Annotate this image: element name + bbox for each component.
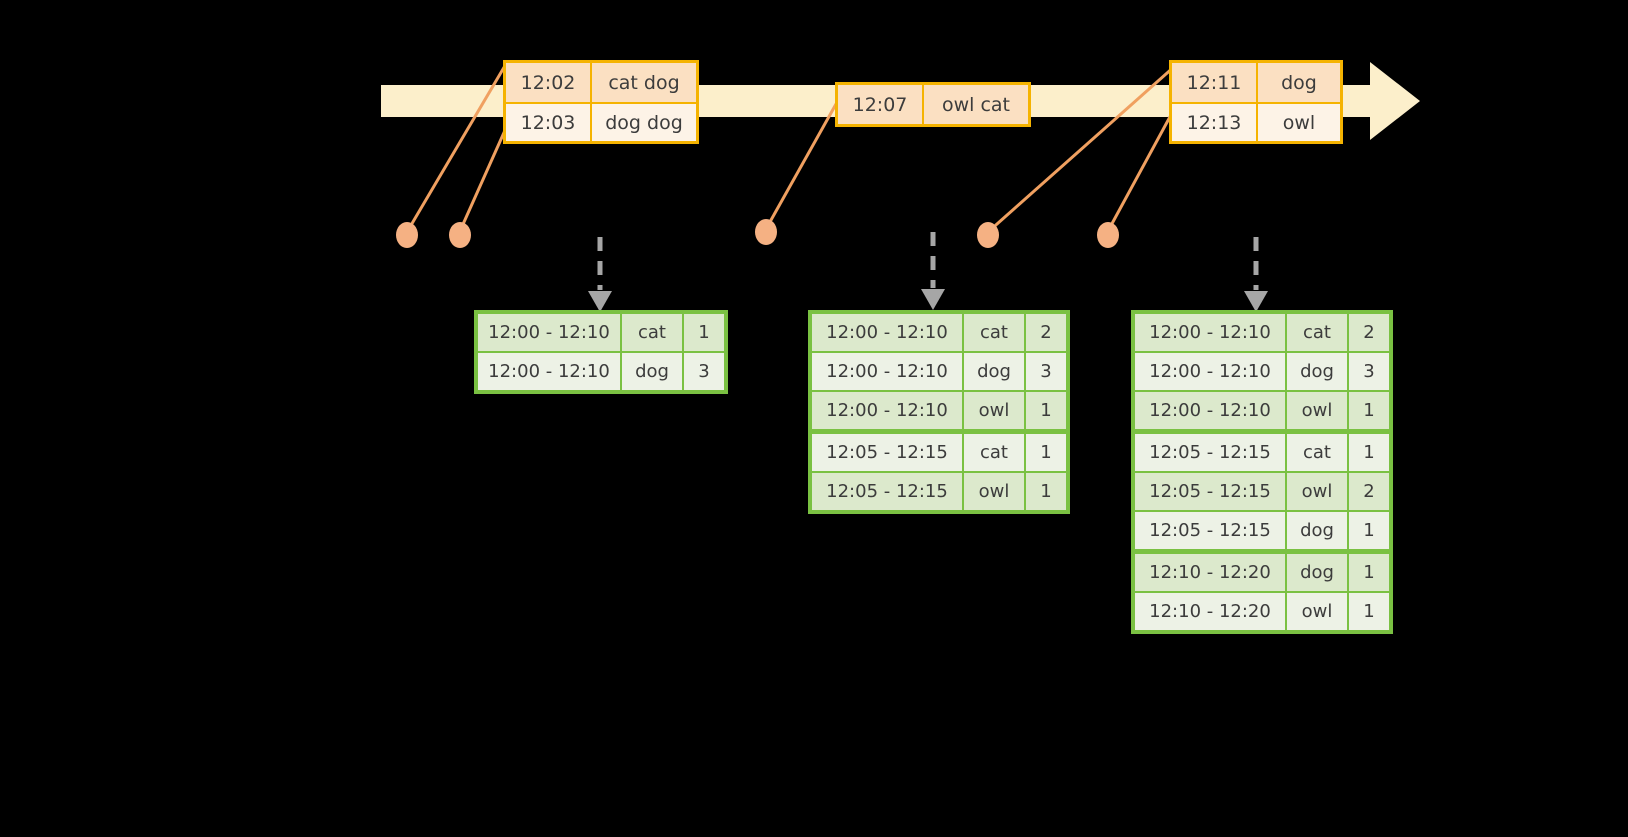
count-cell: 2 — [1026, 314, 1066, 351]
count-cell: 1 — [1026, 473, 1066, 510]
window-cell: 12:00 - 12:10 — [478, 353, 620, 390]
table-row: 12:10 - 12:20 owl 1 — [1135, 593, 1389, 630]
table-row: 12:05 - 12:15 cat 1 — [812, 434, 1066, 471]
table-row: 12:05 - 12:15 cat 1 — [1135, 434, 1389, 471]
window-cell: 12:10 - 12:20 — [1135, 593, 1285, 630]
event-words: owl — [1258, 104, 1340, 141]
table-row: 12:05 - 12:15 owl 1 — [812, 473, 1066, 510]
count-cell: 3 — [684, 353, 724, 390]
event-group-3: 12:11 dog 12:13 owl — [1169, 60, 1343, 144]
flow-arrowhead-3 — [1244, 291, 1268, 312]
event-words: dog — [1258, 63, 1340, 102]
window-cell: 12:10 - 12:20 — [1135, 554, 1285, 591]
table-row: 12:00 - 12:10 owl 1 — [1135, 392, 1389, 429]
event-time: 12:03 — [506, 104, 592, 141]
result-table-3: 12:00 - 12:10 cat 2 12:00 - 12:10 dog 3 … — [1131, 310, 1393, 634]
event-marker-1207 — [755, 219, 777, 245]
count-cell: 1 — [1349, 512, 1389, 549]
event-words: cat dog — [592, 63, 696, 102]
count-cell: 1 — [1349, 392, 1389, 429]
key-cell: dog — [622, 353, 682, 390]
event-marker-1213 — [1097, 222, 1119, 248]
event-time: 12:07 — [838, 85, 924, 124]
key-cell: cat — [1287, 314, 1347, 351]
key-cell: owl — [1287, 392, 1347, 429]
event-row: 12:07 owl cat — [838, 85, 1028, 124]
result-flow-arrowheads — [588, 289, 1268, 312]
table-row: 12:05 - 12:15 owl 2 — [1135, 473, 1389, 510]
key-cell: cat — [1287, 434, 1347, 471]
event-marker-1202 — [396, 222, 418, 248]
table-row: 12:05 - 12:15 dog 1 — [1135, 512, 1389, 549]
window-cell: 12:00 - 12:10 — [812, 353, 962, 390]
count-cell: 1 — [1026, 434, 1066, 471]
result-table-1: 12:00 - 12:10 cat 1 12:00 - 12:10 dog 3 — [474, 310, 728, 394]
event-group-2: 12:07 owl cat — [835, 82, 1031, 127]
table-row: 12:00 - 12:10 cat 1 — [478, 314, 724, 351]
table-row: 12:00 - 12:10 dog 3 — [1135, 353, 1389, 390]
key-cell: dog — [1287, 353, 1347, 390]
event-row: 12:11 dog — [1172, 63, 1340, 102]
count-cell: 3 — [1026, 353, 1066, 390]
table-row: 12:00 - 12:10 dog 3 — [478, 353, 724, 390]
key-cell: dog — [1287, 554, 1347, 591]
event-time: 12:11 — [1172, 63, 1258, 102]
count-cell: 1 — [1349, 554, 1389, 591]
event-words: owl cat — [924, 85, 1028, 124]
count-cell: 2 — [1349, 314, 1389, 351]
event-time: 12:02 — [506, 63, 592, 102]
key-cell: owl — [1287, 473, 1347, 510]
connector-1202 — [405, 63, 508, 233]
flow-arrowhead-2 — [921, 289, 945, 310]
window-cell: 12:00 - 12:10 — [478, 314, 620, 351]
connector-1213 — [1106, 101, 1180, 232]
count-cell: 3 — [1349, 353, 1389, 390]
table-row: 12:00 - 12:10 cat 2 — [1135, 314, 1389, 351]
table-row: 12:00 - 12:10 cat 2 — [812, 314, 1066, 351]
window-cell: 12:00 - 12:10 — [812, 392, 962, 429]
flow-arrowhead-1 — [588, 291, 612, 312]
key-cell: cat — [964, 434, 1024, 471]
key-cell: owl — [964, 392, 1024, 429]
window-cell: 12:05 - 12:15 — [812, 473, 962, 510]
window-cell: 12:00 - 12:10 — [812, 314, 962, 351]
window-cell: 12:00 - 12:10 — [1135, 314, 1285, 351]
event-row: 12:13 owl — [1172, 102, 1340, 141]
event-marker-1211 — [977, 222, 999, 248]
connector-1207 — [764, 87, 847, 230]
window-cell: 12:00 - 12:10 — [1135, 353, 1285, 390]
event-marker-1203 — [449, 222, 471, 248]
event-row: 12:02 cat dog — [506, 63, 696, 102]
window-cell: 12:00 - 12:10 — [1135, 392, 1285, 429]
table-row: 12:00 - 12:10 owl 1 — [812, 392, 1066, 429]
count-cell: 2 — [1349, 473, 1389, 510]
table-row: 12:10 - 12:20 dog 1 — [1135, 554, 1389, 591]
event-row: 12:03 dog dog — [506, 102, 696, 141]
event-words: dog dog — [592, 104, 696, 141]
key-cell: owl — [1287, 593, 1347, 630]
window-cell: 12:05 - 12:15 — [812, 434, 962, 471]
event-group-1: 12:02 cat dog 12:03 dog dog — [503, 60, 699, 144]
event-marker-dots — [396, 219, 1119, 248]
table-row: 12:00 - 12:10 dog 3 — [812, 353, 1066, 390]
window-cell: 12:05 - 12:15 — [1135, 434, 1285, 471]
key-cell: dog — [964, 353, 1024, 390]
result-flow-arrows — [597, 232, 1259, 290]
event-time: 12:13 — [1172, 104, 1258, 141]
count-cell: 1 — [1349, 593, 1389, 630]
key-cell: cat — [622, 314, 682, 351]
window-cell: 12:05 - 12:15 — [1135, 473, 1285, 510]
key-cell: cat — [964, 314, 1024, 351]
window-cell: 12:05 - 12:15 — [1135, 512, 1285, 549]
count-cell: 1 — [684, 314, 724, 351]
key-cell: owl — [964, 473, 1024, 510]
count-cell: 1 — [1026, 392, 1066, 429]
count-cell: 1 — [1349, 434, 1389, 471]
result-table-2: 12:00 - 12:10 cat 2 12:00 - 12:10 dog 3 … — [808, 310, 1070, 514]
key-cell: dog — [1287, 512, 1347, 549]
